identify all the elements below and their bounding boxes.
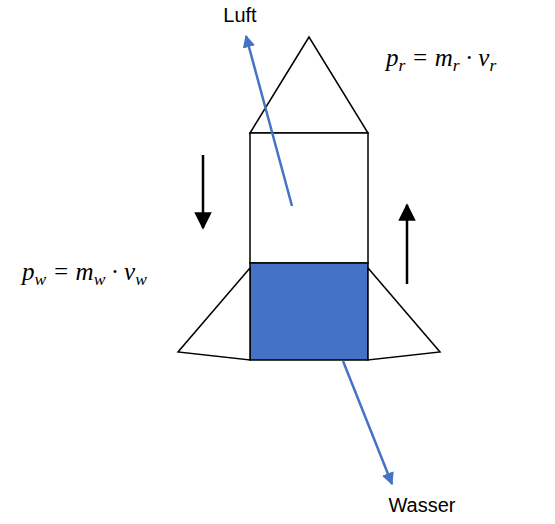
- momentum-formula: pw = mw · vw: [22, 258, 147, 286]
- up-arrow: [406, 205, 409, 284]
- down-arrow: [202, 155, 205, 228]
- water-chamber: [250, 263, 368, 360]
- right-fin: [368, 268, 440, 360]
- left-fin: [178, 268, 250, 360]
- leader-line: [246, 36, 292, 206]
- part-label: Wasser: [388, 494, 455, 517]
- momentum-formula: pr = mr · vr: [386, 44, 496, 72]
- part-label: Luft: [223, 4, 256, 27]
- air-chamber: [250, 133, 368, 263]
- leader-line: [343, 361, 392, 484]
